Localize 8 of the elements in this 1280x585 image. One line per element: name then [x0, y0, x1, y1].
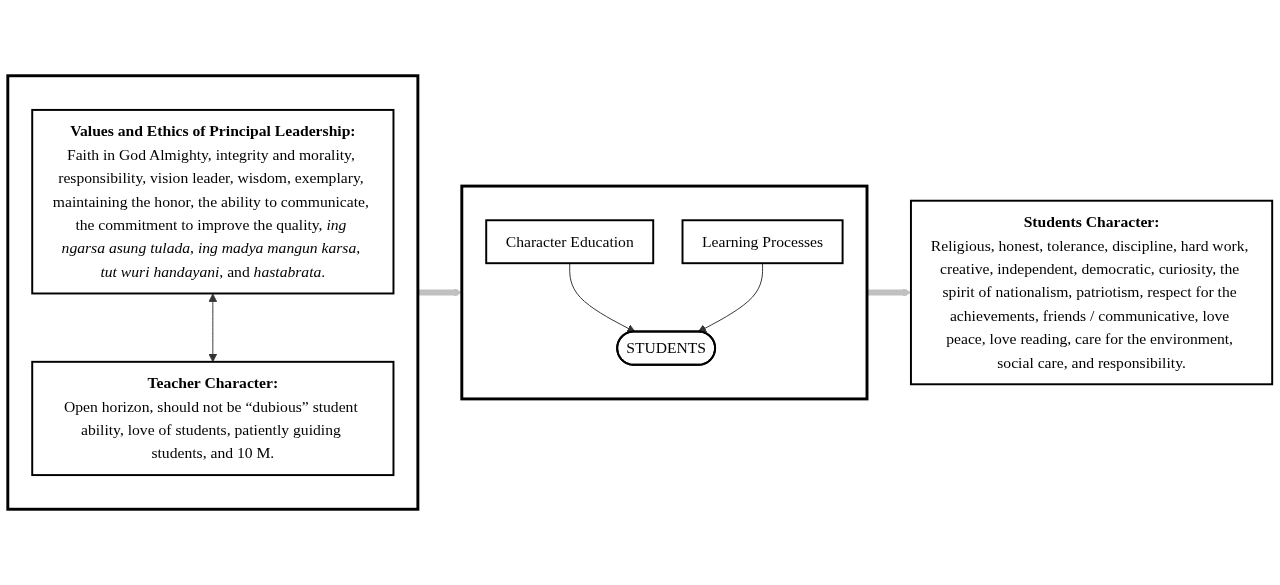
node-box: Values and Ethics of Principal Leadership: Faith in God Almighty, integrity and morality, responsibility, vision leader, wisdom, exemplary, maintaining the honor, the ability to communicate, the commitment to improve the quality, ing ngarsa asung tulada, ing madya mangun karsa, tut wuri handayani, and hastabrata. — [31, 108, 395, 295]
node-box: Students Character: Religious, honest, tolerance, discipline, hard work, creative, independent, democratic, curiosity, the spirit of nationalism, patriotism, respect for the achievements, friends / communicative, love peace, love reading, care for the environment, social care, and responsibility. — [909, 199, 1274, 386]
arrow — [867, 288, 912, 297]
node-box: Teacher Character: Open horizon, should not be “dubious” student ability, love of students, patiently guiding students, and 10 M. — [31, 360, 395, 477]
node-box: Learning Processes — [681, 219, 844, 265]
node-box: Character Education — [485, 219, 655, 265]
cluster — [460, 184, 869, 401]
cluster — [6, 74, 420, 511]
